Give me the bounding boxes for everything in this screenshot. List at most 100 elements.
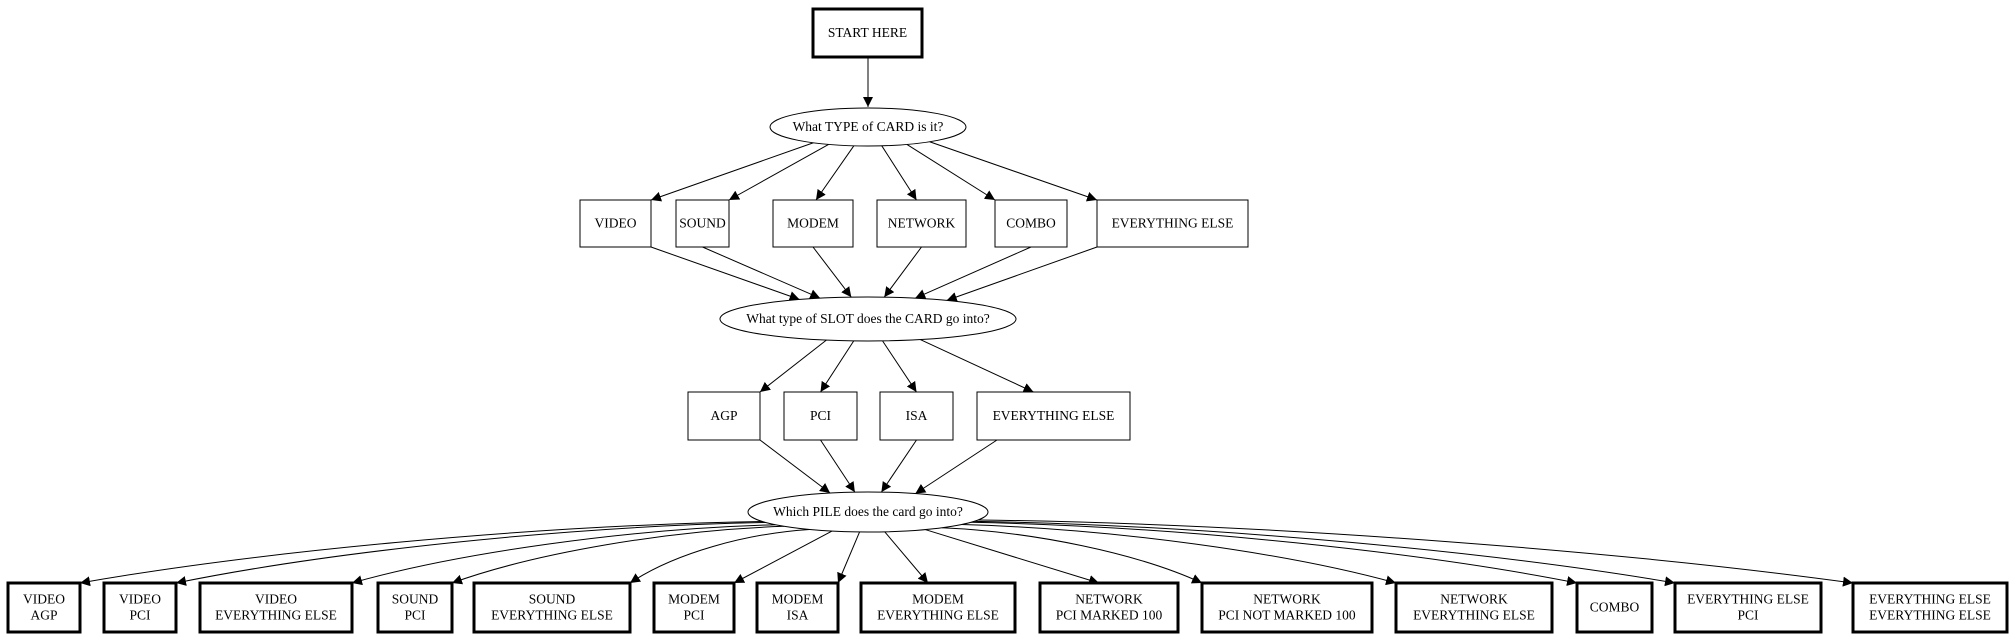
pile-modem-isa-label: MODEM xyxy=(772,592,824,607)
pile-everything-else-everything-else-label: EVERYTHING ELSE xyxy=(1869,592,1991,607)
pile-combo: COMBO xyxy=(1575,581,1654,634)
question-slot-type-label: What type of SLOT does the CARD go into? xyxy=(746,311,989,326)
edge-network-to-slot-type xyxy=(883,246,922,298)
card-type-everything-else-box xyxy=(1096,199,1249,248)
pile-modem-isa-box xyxy=(755,581,840,634)
pile-sound-everything-else-label: EVERYTHING ELSE xyxy=(491,608,613,623)
edge-card-type-to-everything-else xyxy=(929,141,1098,202)
card-type-network-box xyxy=(876,199,967,248)
pile-video-agp-label: AGP xyxy=(30,608,57,623)
pile-sound-pci-label: PCI xyxy=(404,608,426,623)
pile-everything-else-pci-box xyxy=(1673,581,1823,634)
question-card-type: What TYPE of CARD is it? xyxy=(769,107,967,147)
edge-pile-to-modem-isa xyxy=(837,531,861,584)
pile-video-agp-label: VIDEO xyxy=(23,592,65,607)
edge-pile-to-everything-else-everything-else xyxy=(978,519,1854,587)
edge-pile-to-modem-everything-else xyxy=(884,531,929,584)
pile-sound-pci-box xyxy=(376,581,454,634)
card-type-modem-label: MODEM xyxy=(787,216,839,231)
start-node: START HERE xyxy=(811,7,924,59)
pile-video-everything-else-box xyxy=(198,581,354,634)
pile-network-pci-not-marked-100-label: PCI NOT MARKED 100 xyxy=(1218,608,1356,623)
edge-card-type-to-video xyxy=(650,142,814,202)
edge-pile-to-video-everything-else xyxy=(351,524,776,586)
pile-video-everything-else-label: EVERYTHING ELSE xyxy=(215,608,337,623)
card-type-sound: SOUND xyxy=(675,199,730,248)
card-type-network-label: NETWORK xyxy=(888,216,956,231)
card-type-modem-box xyxy=(772,199,854,248)
pile-video-everything-else-label: VIDEO xyxy=(255,592,297,607)
edge-everything-else-to-pile xyxy=(915,439,998,495)
card-type-network: NETWORK xyxy=(876,199,967,248)
pile-modem-everything-else-label: MODEM xyxy=(912,592,964,607)
start-node-label: START HERE xyxy=(828,25,907,40)
pile-video-agp-box xyxy=(6,581,82,634)
card-type-video: VIDEO xyxy=(579,199,652,248)
pile-modem-pci-label: MODEM xyxy=(668,592,720,607)
start-node-box xyxy=(811,7,924,59)
edge-pile-to-video-pci xyxy=(175,521,766,586)
pile-modem-pci-box xyxy=(652,581,736,634)
edge-pile-to-network-pci-not-marked-100 xyxy=(942,527,1203,584)
pile-modem-pci-label: PCI xyxy=(683,608,705,623)
pile-combo-box xyxy=(1575,581,1654,634)
edge-everything-else-to-slot-type xyxy=(946,246,1098,302)
pile-sound-pci-label: SOUND xyxy=(392,592,439,607)
edge-slot-type-to-agp xyxy=(759,339,827,393)
edge-slot-type-to-isa xyxy=(882,340,917,393)
edge-pile-to-network-pci-marked-100 xyxy=(925,529,1100,585)
pile-everything-else-pci-label: EVERYTHING ELSE xyxy=(1687,592,1809,607)
slot-type-pci: PCI xyxy=(783,391,858,441)
slot-type-everything-else: EVERYTHING ELSE xyxy=(976,391,1131,441)
edge-agp-to-pile xyxy=(759,439,831,494)
slot-type-everything-else-box xyxy=(976,391,1131,441)
slot-type-agp-box xyxy=(687,391,761,441)
edge-slot-type-to-everything-else xyxy=(920,339,1034,393)
card-type-combo: COMBO xyxy=(994,199,1068,248)
edge-pile-to-sound-everything-else xyxy=(629,528,810,584)
edge-card-type-to-modem xyxy=(815,145,855,201)
slot-type-agp-label: AGP xyxy=(710,408,737,423)
question-pile-shape xyxy=(747,491,989,533)
pile-network-everything-else-label: EVERYTHING ELSE xyxy=(1413,608,1535,623)
pile-video-pci-label: VIDEO xyxy=(119,592,161,607)
card-type-everything-else-label: EVERYTHING ELSE xyxy=(1112,216,1234,231)
pile-everything-else-everything-else-label: EVERYTHING ELSE xyxy=(1869,608,1991,623)
pile-video-pci-box xyxy=(102,581,178,634)
question-card-type-label: What TYPE of CARD is it? xyxy=(793,119,944,134)
edge-video-to-slot-type xyxy=(650,246,800,301)
card-type-video-label: VIDEO xyxy=(595,216,637,231)
question-slot-type-shape xyxy=(719,296,1017,342)
slot-type-isa-label: ISA xyxy=(906,408,928,423)
pile-modem-everything-else-box xyxy=(859,581,1017,634)
edge-modem-to-slot-type xyxy=(812,246,852,298)
edge-pile-to-everything-else-pci xyxy=(974,520,1676,587)
question-slot-type: What type of SLOT does the CARD go into? xyxy=(719,296,1017,342)
slot-type-everything-else-label: EVERYTHING ELSE xyxy=(993,408,1115,423)
pile-video-pci-label: PCI xyxy=(129,608,151,623)
edge-card-type-to-sound xyxy=(728,143,829,201)
edge-card-type-to-combo xyxy=(906,144,996,201)
pile-network-pci-not-marked-100-label: NETWORK xyxy=(1253,592,1321,607)
pile-modem-isa-label: ISA xyxy=(787,608,809,623)
pile-sound-everything-else-box xyxy=(472,581,632,634)
question-pile-label: Which PILE does the card go into? xyxy=(773,504,963,519)
card-type-everything-else: EVERYTHING ELSE xyxy=(1096,199,1249,248)
pile-network-pci-marked-100-label: NETWORK xyxy=(1075,592,1143,607)
question-pile: Which PILE does the card go into? xyxy=(747,491,989,533)
edge-pile-to-video-agp xyxy=(79,521,763,587)
pile-everything-else-pci-label: PCI xyxy=(1737,608,1759,623)
card-type-combo-label: COMBO xyxy=(1006,216,1056,231)
edge-isa-to-pile xyxy=(880,439,917,493)
